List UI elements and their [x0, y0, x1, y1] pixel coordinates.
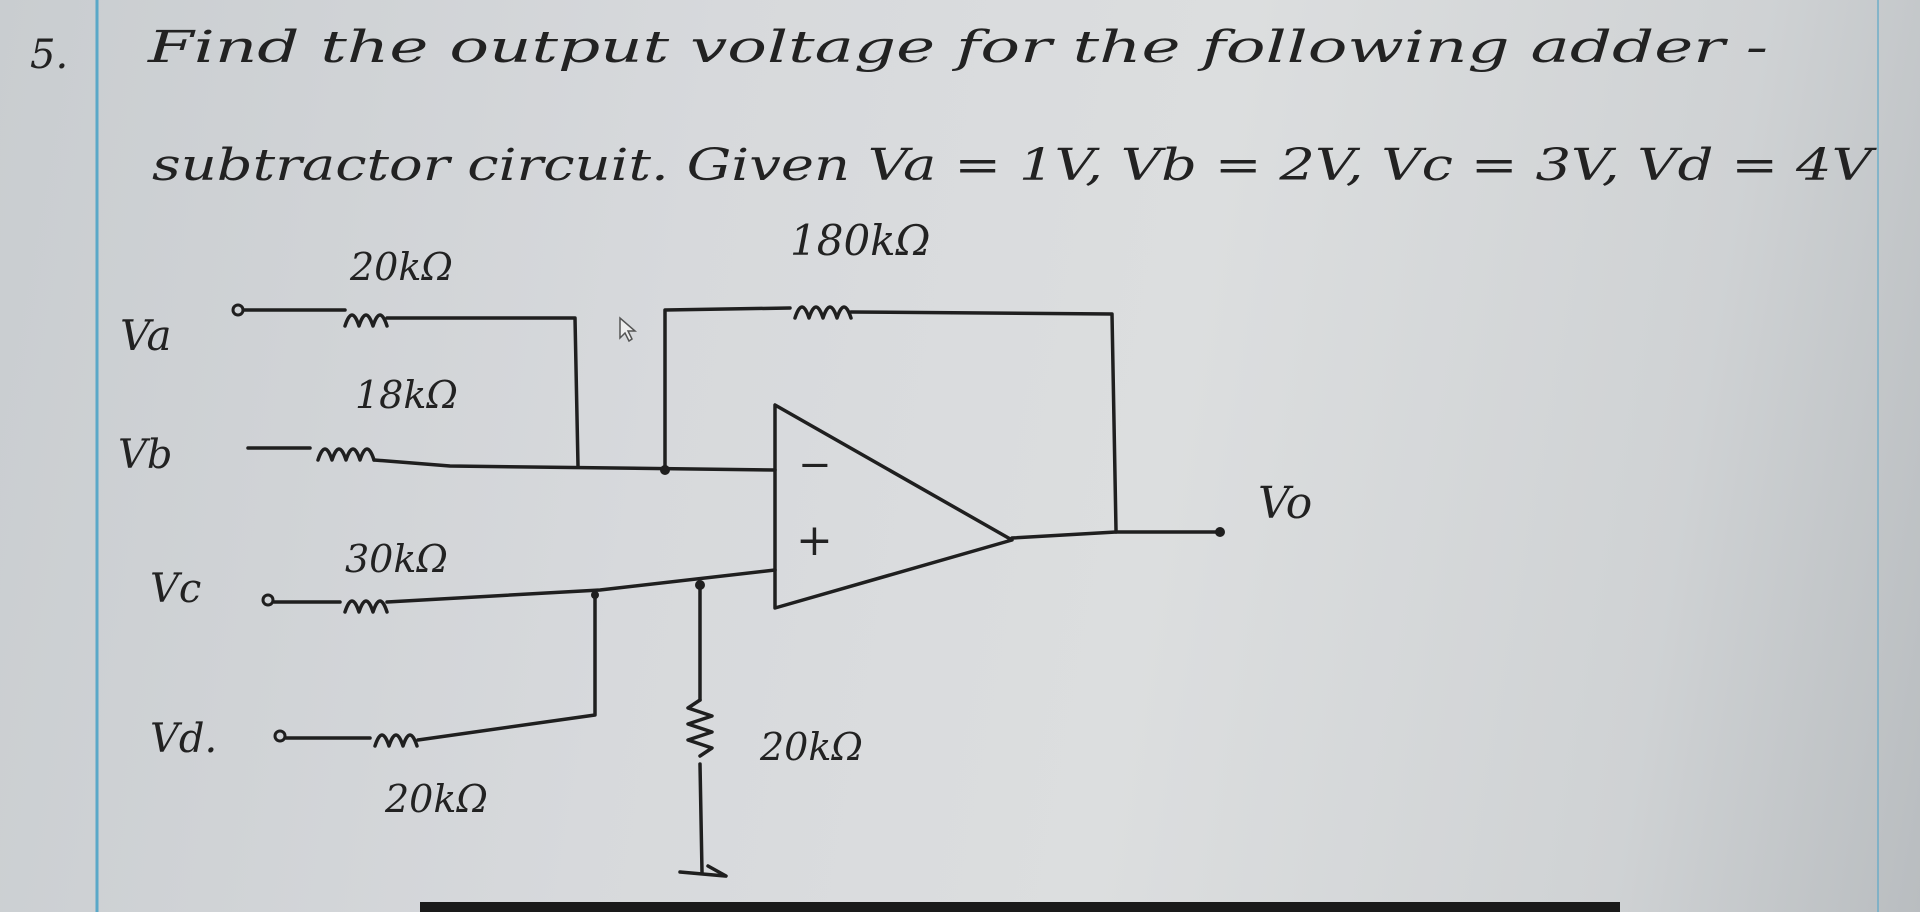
resistor-f: [793, 305, 853, 320]
label-vc: Vc: [150, 566, 201, 612]
question-line-2: subtractor circuit. Given Va = 1V, Vb = …: [152, 140, 1877, 191]
screen-bottom-bezel: [420, 902, 1620, 912]
label-r-a: 20kΩ: [349, 245, 453, 289]
terminal-vo: [1215, 527, 1225, 537]
question-number: 5.: [30, 32, 68, 78]
question-line-1: Find the output voltage for the followin…: [147, 22, 1768, 73]
wire-va: [242, 308, 580, 468]
wire-vb: [246, 446, 777, 472]
terminal-vc: [261, 593, 275, 607]
op-amp-minus: −: [798, 442, 832, 488]
wire-vd: [284, 591, 599, 748]
resistor-a: [343, 313, 389, 328]
ground-symbol: [678, 870, 727, 878]
label-r-b: 18kΩ: [355, 373, 458, 417]
terminal-va: [231, 303, 245, 317]
label-vd: Vd.: [150, 716, 217, 762]
terminal-vd: [273, 729, 287, 743]
label-r-d: 20kΩ: [384, 777, 488, 821]
resistor-g: [686, 698, 714, 758]
label-vb: Vb: [118, 432, 173, 478]
resistor-c: [343, 599, 389, 614]
op-amp-plus: +: [796, 515, 833, 566]
label-r-c: 30kΩ: [345, 537, 448, 581]
label-va: Va: [120, 311, 172, 360]
resistor-d: [373, 733, 419, 748]
label-r-g: 20kΩ: [759, 725, 863, 769]
label-vo: Vo: [1258, 478, 1312, 529]
wire-vc: [272, 568, 777, 614]
wire-feedback: [660, 305, 1118, 532]
mouse-cursor-icon: [619, 316, 638, 343]
op-amp: − +: [773, 403, 1014, 610]
label-r-f: 180kΩ: [790, 216, 930, 265]
wire-output: [1010, 527, 1225, 540]
resistor-b: [316, 447, 376, 462]
wire-ground: [678, 580, 728, 878]
